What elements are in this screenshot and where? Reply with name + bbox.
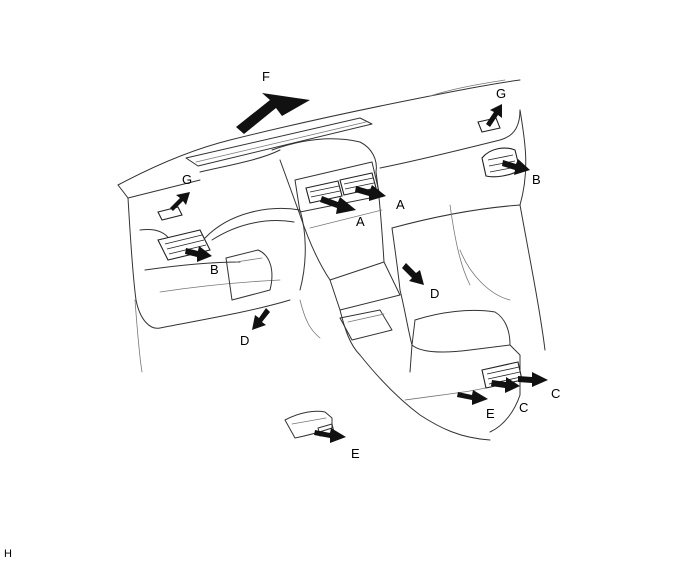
arrow-e-bottom-icon — [314, 428, 346, 443]
arrow-d-right-icon — [402, 263, 424, 285]
figure-code: H — [4, 548, 12, 560]
arrow-a-right-icon — [355, 185, 386, 201]
arrow-c-left-icon — [491, 377, 520, 393]
vent-center-left — [305, 180, 343, 204]
label-b-left: B — [210, 262, 219, 277]
dashboard-outline — [117, 79, 546, 441]
label-f: F — [262, 69, 270, 84]
label-e-console: E — [486, 406, 495, 421]
label-c-right: C — [551, 386, 560, 401]
arrow-b-left-icon — [185, 246, 212, 262]
arrow-a-left-icon — [320, 196, 356, 214]
arrow-b-right-icon — [502, 159, 530, 175]
label-a-left: A — [356, 214, 365, 229]
arrow-g-left-icon — [170, 192, 190, 211]
label-e-bottom: E — [351, 446, 360, 461]
label-d-right: D — [430, 286, 439, 301]
label-c-left: C — [519, 400, 528, 415]
label-d-left: D — [240, 333, 249, 348]
arrow-f-icon — [236, 93, 310, 134]
label-b-right: B — [532, 172, 541, 187]
arrow-c-right-icon — [518, 372, 548, 387]
label-a-right: A — [396, 197, 405, 212]
label-g-left: G — [182, 172, 192, 187]
defroster-vent-left — [157, 206, 183, 221]
arrow-e-console-icon — [457, 390, 488, 405]
arrow-d-left-icon — [252, 308, 270, 330]
callout-labels: F G G B B A A D D C C E E H — [4, 69, 560, 560]
arrow-g-right-icon — [486, 104, 502, 127]
label-g-right: G — [496, 86, 506, 101]
airflow-arrows — [170, 93, 548, 443]
vent-side-right — [481, 147, 521, 178]
